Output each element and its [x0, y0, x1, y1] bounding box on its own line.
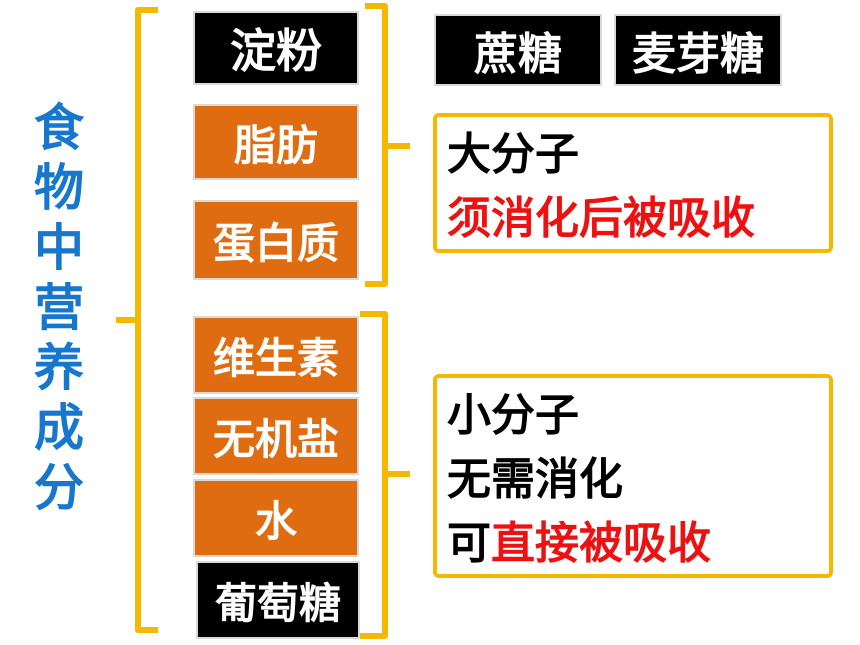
- large-molecule-box: 大分子 须消化后被吸收: [433, 113, 833, 253]
- vitamin-box: 维生素: [193, 316, 359, 394]
- starch-box: 淀粉: [193, 11, 359, 85]
- title-char: 物: [34, 159, 84, 217]
- no-digestion-text: 无需消化: [447, 454, 623, 505]
- fat-label: 脂肪: [233, 120, 318, 170]
- glucose-box: 葡萄糖: [196, 561, 360, 639]
- title-char: 成: [34, 399, 84, 457]
- protein-box: 蛋白质: [193, 200, 359, 280]
- title-char: 中: [34, 219, 84, 277]
- maltose-label: 麦芽糖: [632, 29, 764, 80]
- vitamin-label: 维生素: [212, 333, 339, 383]
- small-molecule-label: 小分子: [447, 390, 579, 441]
- digest-then-absorb-text: 须消化后被吸收: [447, 193, 755, 244]
- small-molecule-box: 小分子 无需消化 可直接被吸收: [433, 374, 833, 578]
- title-char: 分: [34, 459, 84, 517]
- fat-box: 脂肪: [193, 104, 359, 180]
- vertical-title: 食 物 中 营 养 成 分: [28, 98, 90, 518]
- direct-absorb-prefix: 可: [447, 518, 491, 569]
- water-label: 水: [254, 496, 297, 546]
- mineral-label: 无机盐: [212, 414, 339, 464]
- lower-right-bracket: [360, 311, 410, 639]
- large-molecule-label: 大分子: [447, 129, 579, 180]
- sucrose-box: 蔗糖: [434, 14, 602, 86]
- mineral-box: 无机盐: [193, 397, 359, 475]
- title-char: 食: [34, 99, 84, 157]
- protein-label: 蛋白质: [212, 218, 339, 268]
- left-large-bracket: [116, 7, 158, 633]
- direct-absorb-line: 可直接被吸收: [447, 512, 819, 576]
- sucrose-label: 蔗糖: [474, 29, 562, 80]
- water-box: 水: [193, 479, 359, 557]
- title-char: 养: [34, 339, 84, 397]
- title-char: 营: [34, 279, 84, 337]
- direct-absorb-text: 直接被吸收: [491, 518, 711, 569]
- glucose-label: 葡萄糖: [214, 578, 341, 628]
- starch-label: 淀粉: [230, 24, 322, 78]
- upper-right-bracket: [365, 3, 410, 287]
- maltose-box: 麦芽糖: [614, 14, 782, 86]
